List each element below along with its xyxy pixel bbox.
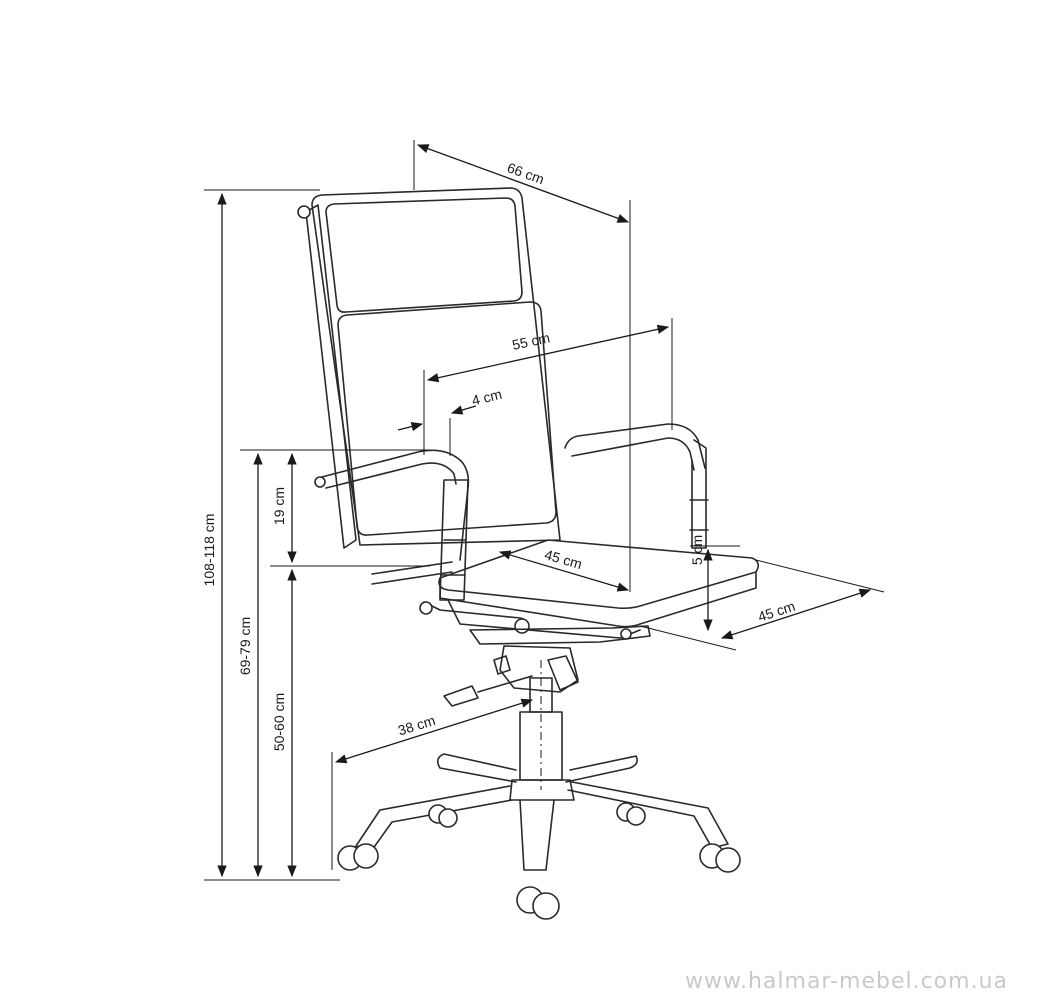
caster-back-left (428, 804, 458, 828)
seat-bolt (514, 618, 530, 634)
backrest-side-bar (305, 204, 357, 549)
ext-45-depth-b (755, 559, 885, 593)
dim-seat-width-line (498, 550, 630, 592)
dimension-lines: 108-118 cm 69-79 cm 50-60 cm 19 cm 66 cm… (201, 140, 885, 881)
height-lever (443, 675, 533, 707)
dim-arm-width-line (426, 324, 670, 383)
tension-knob (547, 655, 579, 691)
watermark-text: www.halmar-mebel.com.ua (685, 969, 1008, 994)
base-leg-back-left (436, 753, 517, 783)
label-seat-width: 45 cm (543, 546, 584, 572)
base-leg-front (519, 799, 555, 871)
label-armrest-height: 19 cm (271, 487, 287, 525)
near-armrest-pad-inner (325, 462, 457, 489)
seat-top (438, 539, 760, 610)
backrest-knob (297, 205, 311, 219)
dim-arm-thickness-line-right (450, 405, 477, 415)
base-leg-right (567, 781, 729, 849)
label-arm-height: 69-79 cm (237, 617, 253, 675)
far-armrest-pad-inner (571, 437, 695, 471)
caster-right (699, 843, 741, 873)
caster-left (337, 843, 379, 871)
ext-45-depth-a (639, 625, 737, 651)
dim-base-radius-line (334, 698, 534, 764)
mechanism-knob (620, 628, 632, 640)
label-seat-thickness: 5 cm (689, 535, 705, 565)
label-base-radius: 38 cm (396, 712, 437, 738)
mechanism-block (499, 645, 579, 693)
label-overall-height: 108-118 cm (201, 514, 217, 587)
backrest-frame (311, 187, 561, 546)
backrest-top-cushion (325, 197, 523, 313)
near-armrest-support (439, 479, 469, 601)
caster-front (516, 886, 560, 920)
dim-seat-depth-line (720, 588, 872, 640)
seat-frame-lines (371, 561, 453, 585)
far-armrest-joint (689, 499, 709, 531)
dim-overall-width-line (416, 144, 630, 223)
dim-arm-thickness-line-left (397, 422, 424, 432)
base-leg-back-right (565, 755, 638, 783)
label-arm-width: 55 cm (511, 329, 552, 353)
label-seat-height: 50-60 cm (271, 693, 287, 751)
near-armrest-joint (441, 539, 467, 576)
label-overall-width: 66 cm (505, 159, 546, 187)
far-armrest-pad (564, 423, 706, 469)
mechanism-collar (493, 655, 511, 675)
seat-bottom (447, 599, 641, 639)
caster-back-right (616, 802, 646, 826)
base-hub (509, 779, 575, 801)
far-armrest-support (691, 439, 707, 549)
backrest-lower-cushion (337, 301, 557, 536)
mechanism-plate (469, 625, 651, 645)
near-armrest-screw (419, 601, 433, 615)
near-armrest-knob (314, 476, 326, 488)
chair-drawing (297, 187, 760, 920)
label-arm-thickness: 4 cm (470, 386, 503, 409)
